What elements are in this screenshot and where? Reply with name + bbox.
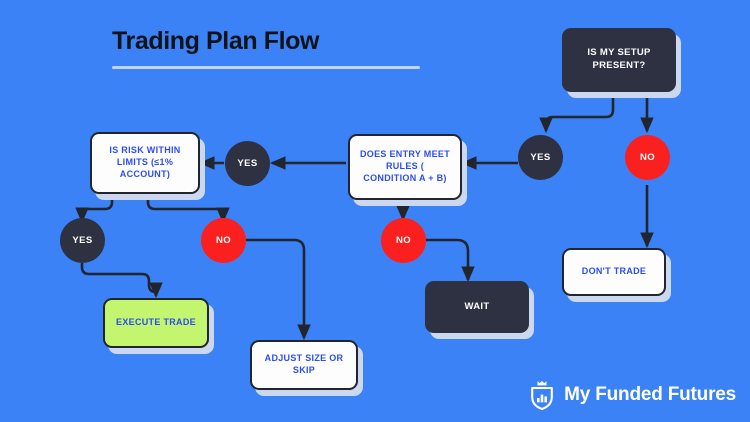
edge-no-adjust <box>246 238 311 341</box>
page-title: Trading Plan Flow <box>112 27 320 55</box>
crown-shield-bars-icon <box>531 381 554 410</box>
node-label: DON'T TRADE <box>581 266 647 277</box>
node-dont-trade[interactable]: DON'T TRADE <box>562 248 666 296</box>
edge-yes-execute <box>80 263 163 299</box>
node-label: DOES ENTRY MEET RULES ( CONDITION A + B) <box>359 149 450 183</box>
title-block: Trading Plan Flow <box>112 27 422 69</box>
edge-risk-no <box>146 194 230 224</box>
decision-yes-setup[interactable]: YES <box>518 135 563 180</box>
decision-label: NO <box>395 235 412 246</box>
brand-lockup: My Funded Futures <box>529 380 736 410</box>
node-label: WAIT <box>464 300 490 312</box>
node-label: IS RISK WITHIN LIMITS (≤1% ACCOUNT) <box>109 145 181 179</box>
node-does-entry-meet-rules[interactable]: DOES ENTRY MEET RULES ( CONDITION A + B) <box>348 134 462 200</box>
decision-no-entry[interactable]: NO <box>381 218 426 263</box>
edge-risk-yes <box>75 194 114 224</box>
decision-label: NO <box>215 235 232 246</box>
node-label: ADJUST SIZE OR SKIP <box>264 353 344 375</box>
decision-label: YES <box>237 158 258 169</box>
decision-label: NO <box>639 152 656 163</box>
decision-no-risk[interactable]: NO <box>201 218 246 263</box>
decision-label: YES <box>72 235 93 246</box>
decision-label: YES <box>530 152 551 163</box>
node-label: IS MY SETUP PRESENT? <box>587 47 651 71</box>
edge-setup-yes <box>539 92 615 134</box>
node-is-risk-within-limits[interactable]: IS RISK WITHIN LIMITS (≤1% ACCOUNT) <box>90 132 200 194</box>
decision-yes-risk[interactable]: YES <box>60 218 105 263</box>
decision-no-setup[interactable]: NO <box>625 135 670 180</box>
node-wait[interactable]: WAIT <box>425 281 529 333</box>
node-adjust-size-or-skip[interactable]: ADJUST SIZE OR SKIP <box>250 340 358 390</box>
title-underline <box>112 65 420 69</box>
edge-no-wait <box>426 238 475 283</box>
decision-yes-entry[interactable]: YES <box>225 141 270 186</box>
node-execute-trade[interactable]: EXECUTE TRADE <box>103 298 209 348</box>
node-label: EXECUTE TRADE <box>116 317 196 328</box>
brand-name: My Funded Futures <box>564 384 736 405</box>
node-is-my-setup-present[interactable]: IS MY SETUP PRESENT? <box>562 28 676 92</box>
